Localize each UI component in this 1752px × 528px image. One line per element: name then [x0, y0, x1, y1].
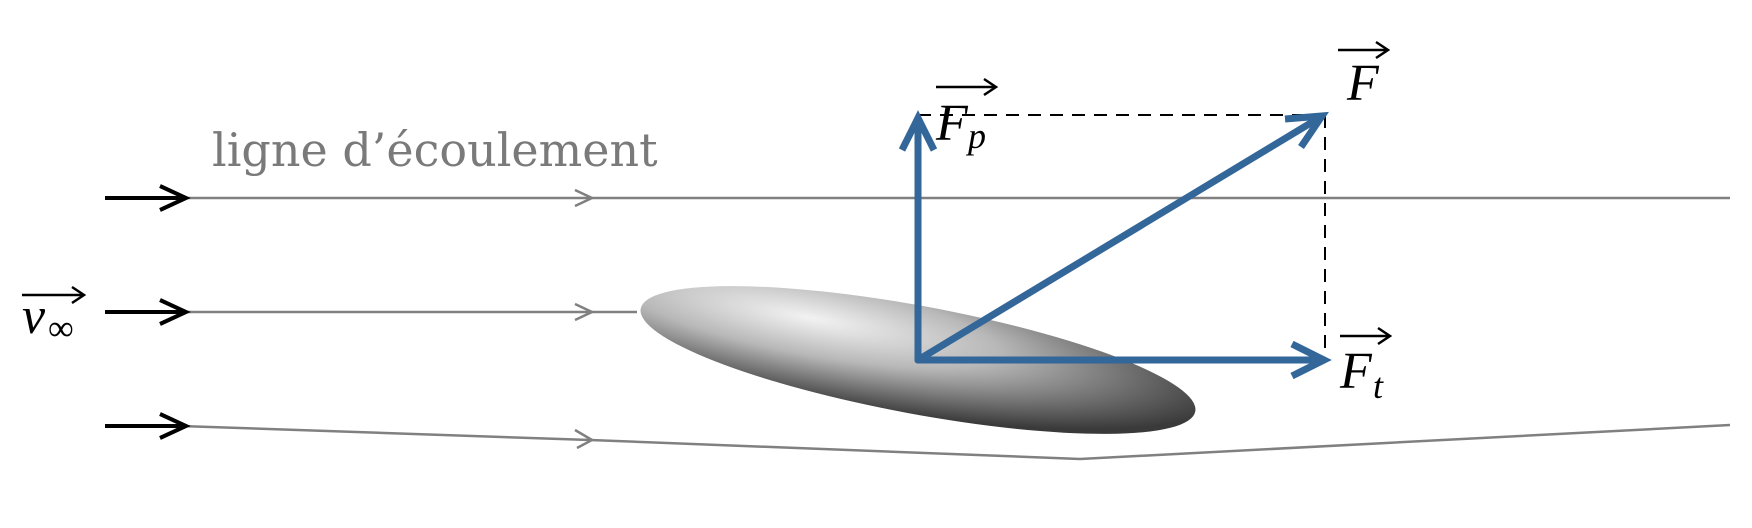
- streamline-arrowhead-middle: [574, 302, 595, 322]
- over-right-arrow-icon: [22, 285, 87, 305]
- inflow-arrowhead-bottom: [159, 412, 191, 440]
- velocity-label: v ∞: [22, 285, 87, 348]
- force-vectors: [898, 110, 1332, 380]
- force-drag-label: F t: [1339, 326, 1393, 406]
- streamline-arrowhead-top: [574, 188, 595, 208]
- over-right-arrow-icon: [936, 77, 999, 97]
- force-total-symbol: F: [1346, 55, 1380, 112]
- flow-label: ligne d’écoulement: [212, 123, 658, 177]
- force-drag-subscript: t: [1373, 366, 1384, 406]
- over-right-arrow-icon: [1338, 40, 1391, 60]
- dashed-construction-lines: [918, 114, 1326, 360]
- force-lift-arrowhead: [898, 110, 938, 152]
- force-lift-label: F p: [935, 77, 999, 156]
- streamline-arrowhead-bottom: [574, 428, 595, 450]
- force-lift-symbol: F: [935, 95, 969, 152]
- force-lift-subscript: p: [965, 116, 986, 156]
- velocity-symbol: v: [22, 288, 46, 345]
- inflow-arrowhead-top: [159, 184, 191, 212]
- inflow-arrows: [105, 184, 191, 440]
- streamline-bottom: [179, 423, 1731, 461]
- force-drag-arrowhead: [1290, 340, 1332, 380]
- over-right-arrow-icon: [1340, 326, 1393, 346]
- inflow-arrowhead-middle: [159, 298, 191, 326]
- velocity-subscript: ∞: [48, 308, 74, 348]
- force-total-arrowhead: [1284, 111, 1329, 149]
- force-total-arrow: [914, 117, 1318, 364]
- streamlines: [179, 188, 1731, 461]
- force-total-label: F: [1338, 40, 1391, 112]
- force-drag-symbol: F: [1339, 343, 1373, 400]
